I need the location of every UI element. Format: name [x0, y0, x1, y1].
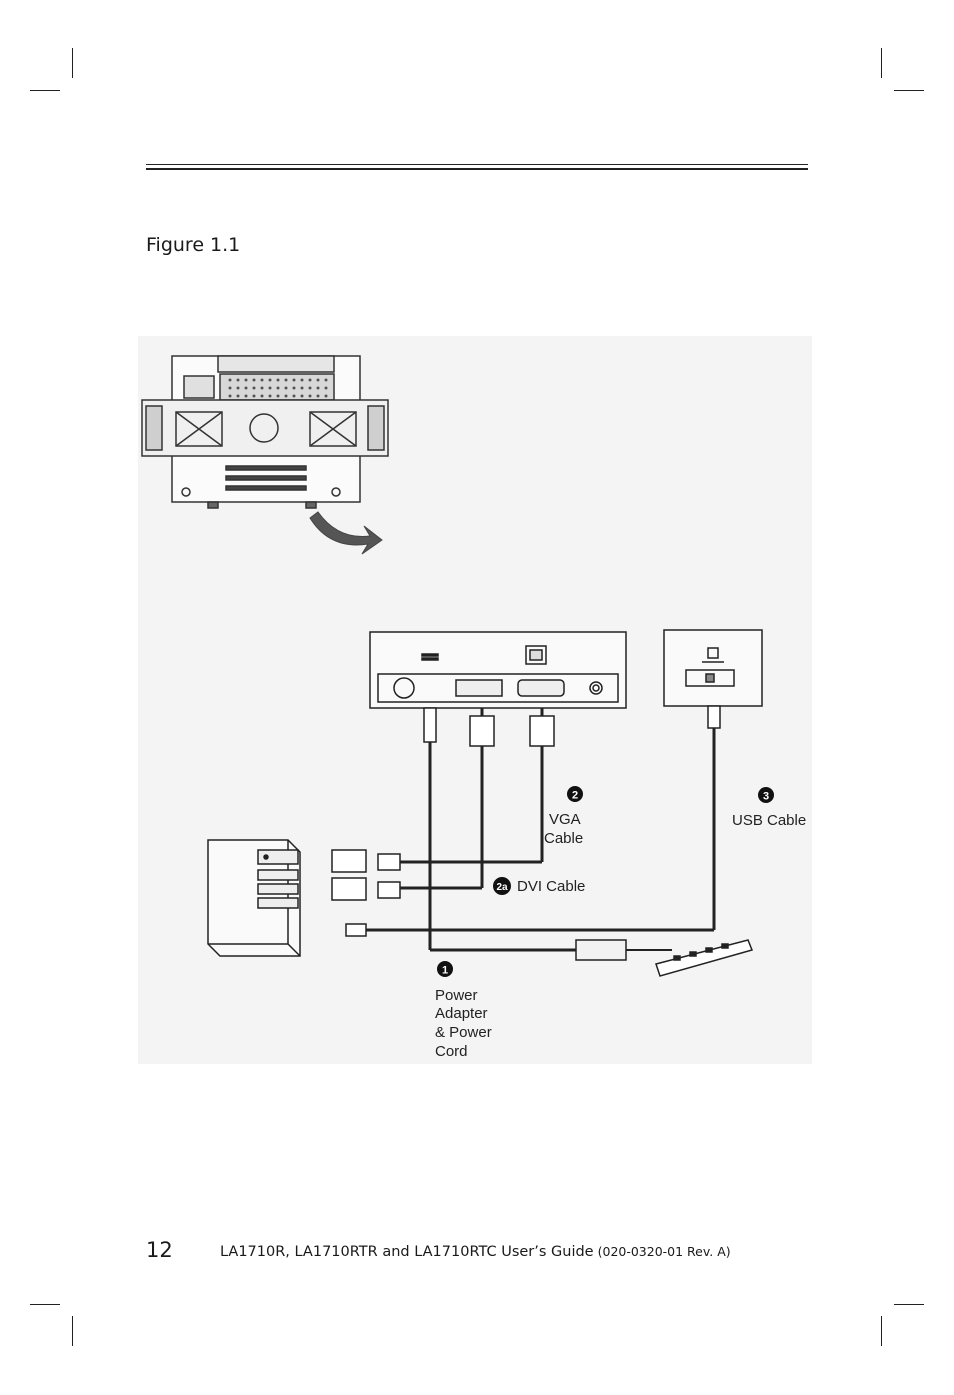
page-number: 12 — [146, 1238, 173, 1262]
connection-diagram-figure: 1 2 2a 3 Power Adapter & Power Cord VGA … — [138, 336, 812, 1064]
crop-mark-bottom-left-v — [72, 1316, 73, 1346]
power-label-line3: & Power — [435, 1024, 492, 1041]
badge-power-number: 1 — [442, 965, 448, 977]
header-rule-top — [146, 164, 808, 165]
dvi-label: DVI Cable — [517, 878, 585, 895]
crop-mark-bottom-right-v — [881, 1316, 882, 1346]
badge-power: 1 — [437, 961, 453, 977]
badge-usb-number: 3 — [763, 791, 769, 803]
crop-mark-bottom-right-h — [894, 1304, 924, 1305]
curved-arrow-icon — [309, 511, 383, 555]
vga-label-line2: Cable — [544, 830, 583, 847]
monitor-connector-panel — [369, 631, 627, 709]
connector-heads — [331, 705, 721, 961]
badge-usb: 3 — [758, 787, 774, 803]
pc-tower — [207, 839, 301, 957]
connection-diagram: 1 2 2a 3 Power Adapter & Power Cord VGA … — [141, 355, 806, 1060]
footer-guide-title: LA1710R, LA1710RTR and LA1710RTC User’s … — [220, 1244, 594, 1260]
monitor-rear-view — [141, 355, 389, 509]
usb-port-box — [663, 629, 763, 707]
crop-mark-top-left-h — [30, 90, 60, 91]
usb-label: USB Cable — [732, 812, 806, 829]
badge-dvi: 2a — [493, 877, 511, 895]
monitor-vent-dots — [228, 378, 328, 398]
badge-vga-number: 2 — [572, 790, 578, 802]
footer-title: LA1710R, LA1710RTR and LA1710RTC User’s … — [220, 1244, 731, 1260]
badge-dvi-number: 2a — [496, 882, 508, 893]
power-strip — [655, 939, 754, 977]
power-label-line4: Cord — [435, 1043, 468, 1060]
power-label-line2: Adapter — [435, 1005, 488, 1022]
crop-mark-top-right-h — [894, 90, 924, 91]
power-label-line1: Power — [435, 987, 478, 1004]
badge-vga: 2 — [567, 786, 583, 802]
figure-caption: Figure 1.1 — [146, 234, 241, 256]
vga-label-line1: VGA — [549, 811, 581, 828]
crop-mark-top-left-v — [72, 48, 73, 78]
footer-revision: (020-0320-01 Rev. A) — [597, 1244, 731, 1259]
cables — [366, 706, 716, 952]
header-rule-bottom — [146, 168, 808, 170]
crop-mark-bottom-left-h — [30, 1304, 60, 1305]
crop-mark-top-right-v — [881, 48, 882, 78]
